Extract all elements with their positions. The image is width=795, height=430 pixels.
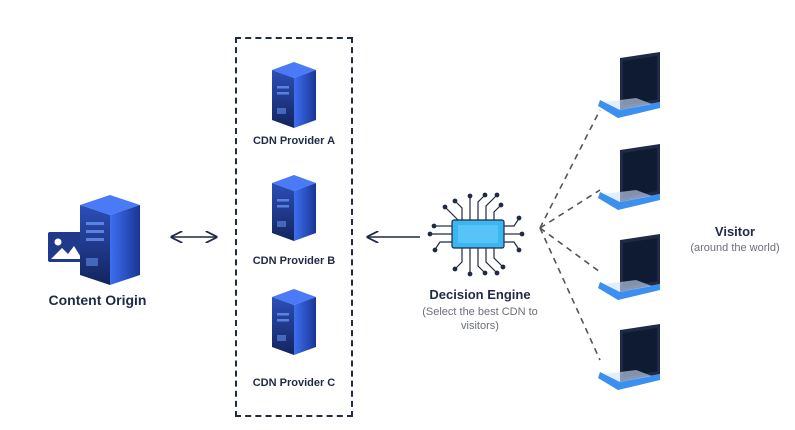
chip-body [451,219,505,249]
decision-engine-subtitle-line2: visitors) [461,320,499,332]
cdn-server-a-icon [272,62,316,128]
content-origin-label: Content Origin [48,292,147,308]
laptop-icon-1 [598,52,660,118]
image-icon [48,232,84,262]
cdn-server-b-icon [272,175,316,241]
decision-engine-label: Decision Engine [429,287,531,302]
decision-engine-chip-icon [427,192,525,277]
laptop-icon-3 [598,234,660,300]
laptop-icon-4 [598,324,660,390]
visitor-subtitle: (around the world) [690,242,780,254]
origin-server-icon [80,195,140,285]
visitor-connections [539,109,601,361]
cdn-provider-a-label: CDN Provider A [252,135,336,147]
cdn-provider-b-label: CDN Provider B [252,255,336,267]
laptop-icon-2 [598,144,660,210]
cdn-providers-group [235,37,353,417]
visitor-label: Visitor [714,224,756,239]
cdn-provider-c-label: CDN Provider C [252,377,336,389]
content-origin-icon [48,195,140,285]
cdn-server-c-icon [272,289,316,355]
decision-engine-subtitle-line1: (Select the best CDN to [422,306,538,318]
